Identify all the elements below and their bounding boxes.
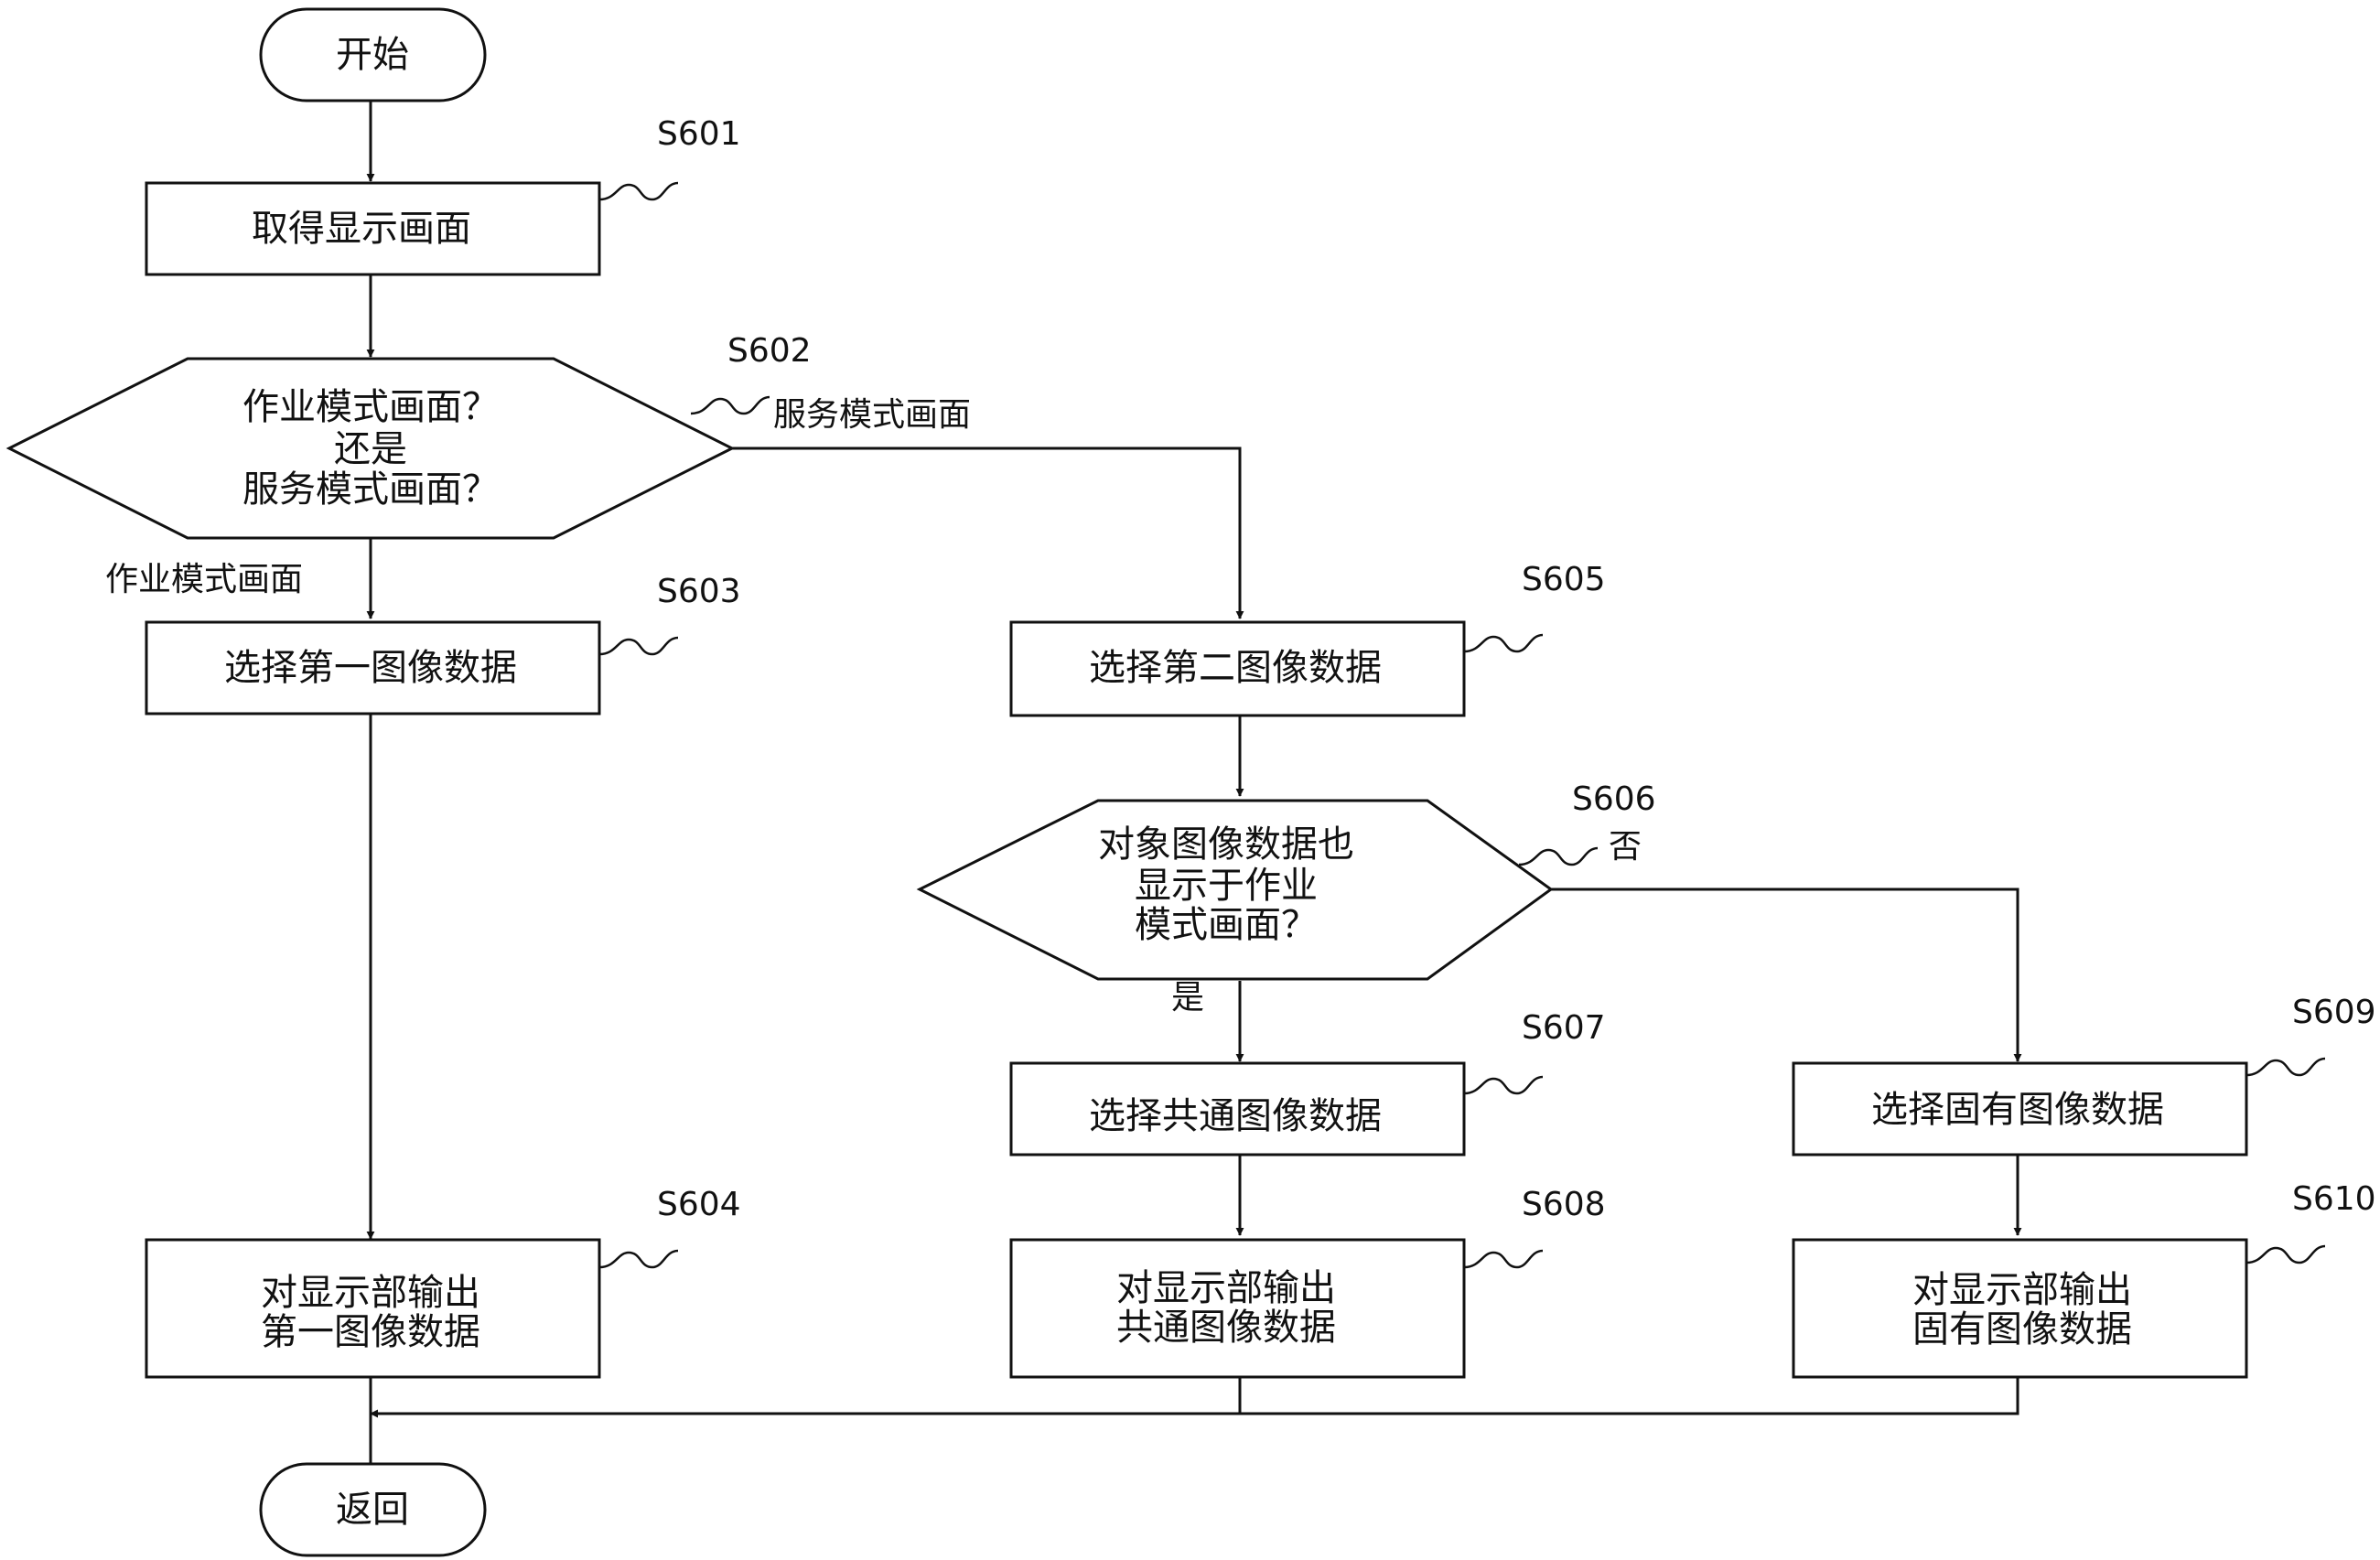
decision-s606: 对象图像数据也 显示于作业 模式画面？ — [916, 799, 1554, 981]
branch-label-service-mode: 服务模式画面 — [773, 396, 971, 434]
step-id-s609-label: S609 — [2292, 994, 2376, 1031]
step-id-s609: S609 — [2245, 994, 2376, 1077]
step-s603: 选择第一图像数据 — [145, 620, 601, 715]
branch-label-work-mode: 作业模式画面 — [105, 561, 303, 598]
decision-s602: 作业模式画面？ 还是 服务模式画面？ — [5, 357, 736, 540]
step-s608-line1: 对显示部输出 — [1116, 1267, 1336, 1309]
step-id-s606-label: S606 — [1572, 780, 1656, 818]
step-s601: 取得显示画面 — [145, 181, 601, 276]
step-id-s610: S610 — [2245, 1180, 2376, 1264]
decision-s602-line3: 服务模式画面？ — [242, 468, 499, 511]
decision-s606-line2: 显示于作业 — [1135, 865, 1318, 907]
start-label: 开始 — [336, 34, 409, 76]
end-label: 返回 — [336, 1489, 409, 1531]
decision-s602-line1: 作业模式画面？ — [242, 386, 499, 428]
step-id-s608-label: S608 — [1522, 1186, 1606, 1223]
step-s607: 选择共通图像数据 — [1009, 1061, 1466, 1157]
decision-s602-line2: 还是 — [334, 428, 407, 470]
step-id-s602-label: S602 — [727, 332, 812, 370]
step-s604-line1: 对显示部输出 — [261, 1272, 480, 1314]
step-s609: 选择固有图像数据 — [1792, 1061, 2248, 1157]
arrow-s606-s609 — [1551, 888, 2022, 1062]
step-id-s604: S604 — [598, 1186, 741, 1269]
step-id-s603: S603 — [598, 573, 741, 656]
step-s609-label: 选择固有图像数据 — [1871, 1089, 2164, 1131]
step-id-s607: S607 — [1463, 1009, 1606, 1095]
step-s607-label: 选择共通图像数据 — [1089, 1095, 1382, 1137]
step-id-s602: S602 — [690, 332, 812, 415]
step-s604-line2: 第一图像数据 — [261, 1311, 480, 1353]
step-s605: 选择第二图像数据 — [1009, 620, 1466, 717]
step-s610-line2: 固有图像数据 — [1912, 1308, 2132, 1350]
step-s603-label: 选择第一图像数据 — [224, 647, 517, 689]
merge-line-s610 — [370, 1377, 2019, 1418]
step-s608-line2: 共通图像数据 — [1116, 1307, 1336, 1349]
step-s610-line1: 对显示部输出 — [1912, 1269, 2132, 1311]
step-s604: 对显示部输出 第一图像数据 — [145, 1238, 601, 1379]
step-id-s607-label: S607 — [1522, 1009, 1606, 1047]
branch-label-yes: 是 — [1171, 979, 1204, 1017]
branch-label-no: 否 — [1609, 828, 1642, 866]
decision-s606-line3: 模式画面？ — [1135, 904, 1318, 946]
arrow-s602-s605 — [732, 446, 1244, 619]
step-id-s608: S608 — [1463, 1186, 1606, 1269]
step-s605-label: 选择第二图像数据 — [1089, 647, 1382, 689]
decision-s606-line1: 对象图像数据也 — [1098, 823, 1354, 866]
step-id-s605-label: S605 — [1522, 561, 1606, 598]
step-id-s610-label: S610 — [2292, 1180, 2376, 1218]
step-s601-label: 取得显示画面 — [252, 208, 471, 250]
start-terminal: 开始 — [259, 7, 487, 102]
step-id-s605: S605 — [1463, 561, 1606, 653]
step-id-s601: S601 — [598, 115, 741, 201]
step-id-s603-label: S603 — [657, 573, 741, 610]
step-s608: 对显示部输出 共通图像数据 — [1009, 1238, 1466, 1379]
step-s610: 对显示部输出 固有图像数据 — [1792, 1238, 2248, 1379]
end-terminal: 返回 — [259, 1462, 487, 1557]
connectors — [366, 101, 2022, 1479]
step-id-s604-label: S604 — [657, 1186, 741, 1223]
step-id-s606: S606 — [1518, 780, 1656, 866]
step-id-s601-label: S601 — [657, 115, 741, 153]
